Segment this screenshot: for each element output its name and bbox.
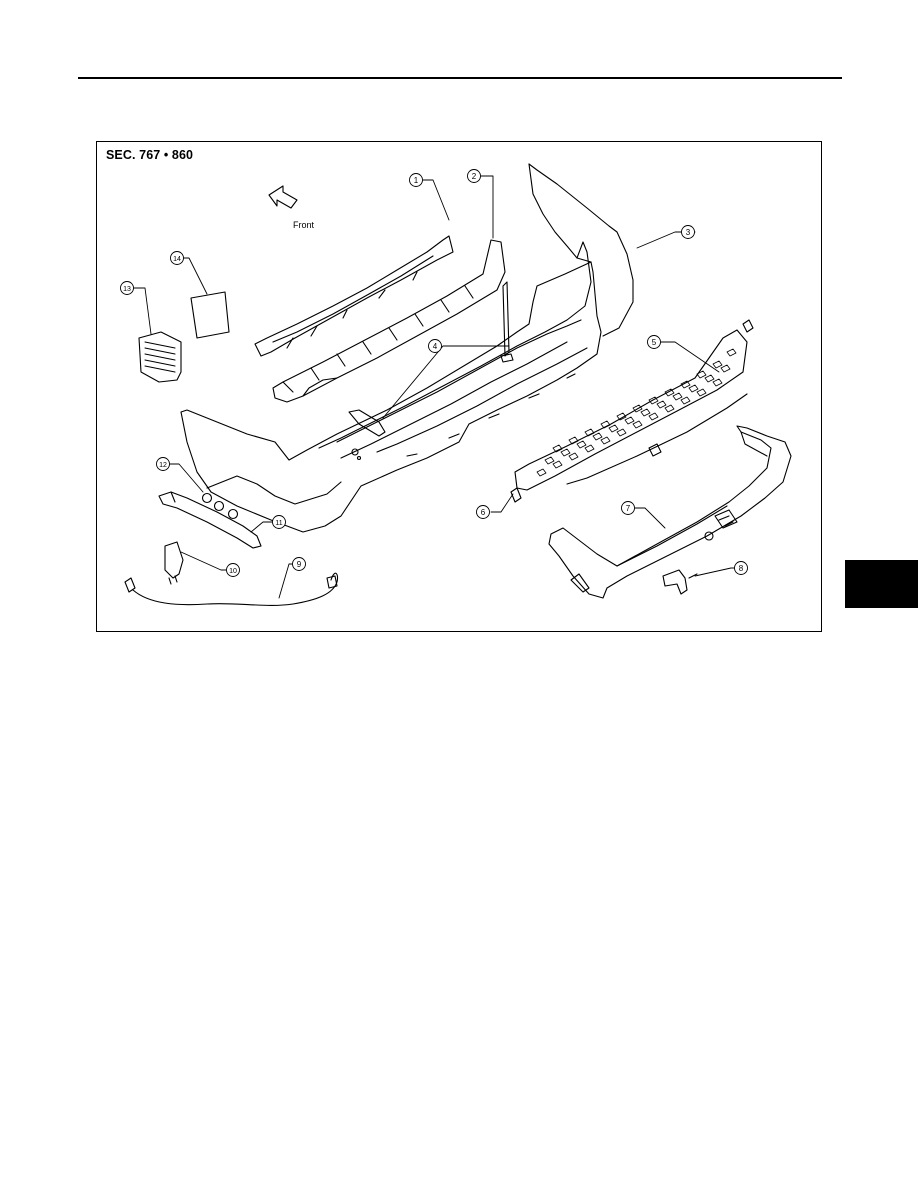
callout-12-label: 12 [159, 462, 167, 469]
callout-6-label: 6 [481, 508, 486, 517]
part-1-reinforcement [254, 235, 454, 357]
callout-8: 8 [734, 561, 748, 575]
part-4-brackets [348, 281, 514, 437]
part-13-vent [138, 331, 182, 383]
callout-10: 10 [226, 563, 240, 577]
callout-14: 14 [170, 251, 184, 265]
callout-9-label: 9 [297, 560, 302, 569]
callout-3-label: 3 [686, 228, 691, 237]
callout-10-label: 10 [229, 568, 237, 575]
part-6-clip [510, 487, 522, 503]
callout-1-label: 1 [414, 176, 419, 185]
part-9-harness [124, 572, 339, 606]
callout-5: 5 [647, 335, 661, 349]
header-rule [78, 77, 842, 79]
callout-13-label: 13 [123, 286, 131, 293]
part-14-pad [190, 291, 230, 339]
callout-7: 7 [621, 501, 635, 515]
callout-9: 9 [292, 557, 306, 571]
part-8-bracket [662, 569, 698, 595]
callout-1: 1 [409, 173, 423, 187]
callout-7-label: 7 [626, 504, 631, 513]
part-10-sensor-bracket [164, 541, 184, 585]
callout-2-label: 2 [472, 172, 477, 181]
callout-3: 3 [681, 225, 695, 239]
callout-13: 13 [120, 281, 134, 295]
callout-11: 11 [272, 515, 286, 529]
part-11-side-bracket [158, 491, 262, 549]
callout-12: 12 [156, 457, 170, 471]
part-12-grommets [201, 492, 239, 520]
part-2-energy-absorber [272, 239, 506, 403]
parts-diagram-frame: SEC. 767 • 860 [96, 141, 822, 632]
part-7-hitch [548, 425, 792, 599]
callout-14-label: 14 [173, 256, 181, 263]
section-label: SEC. 767 • 860 [106, 148, 194, 162]
part-5-grille [514, 319, 754, 491]
callout-4: 4 [428, 339, 442, 353]
callout-5-label: 5 [652, 338, 657, 347]
front-arrow-icon [268, 185, 298, 209]
exploded-parts-diagram: Front 1 2 3 4 5 6 7 8 9 10 11 12 13 14 [120, 163, 792, 606]
callout-4-label: 4 [433, 342, 438, 351]
callouts: 1 2 3 4 5 6 7 8 9 10 11 12 13 14 [120, 169, 748, 577]
callout-2: 2 [467, 169, 481, 183]
callout-6: 6 [476, 505, 490, 519]
callout-11-label: 11 [275, 520, 282, 527]
section-side-tab [845, 560, 918, 608]
callout-8-label: 8 [739, 564, 744, 573]
front-label: Front [293, 220, 315, 230]
part-3-bumper-fascia [180, 163, 634, 533]
